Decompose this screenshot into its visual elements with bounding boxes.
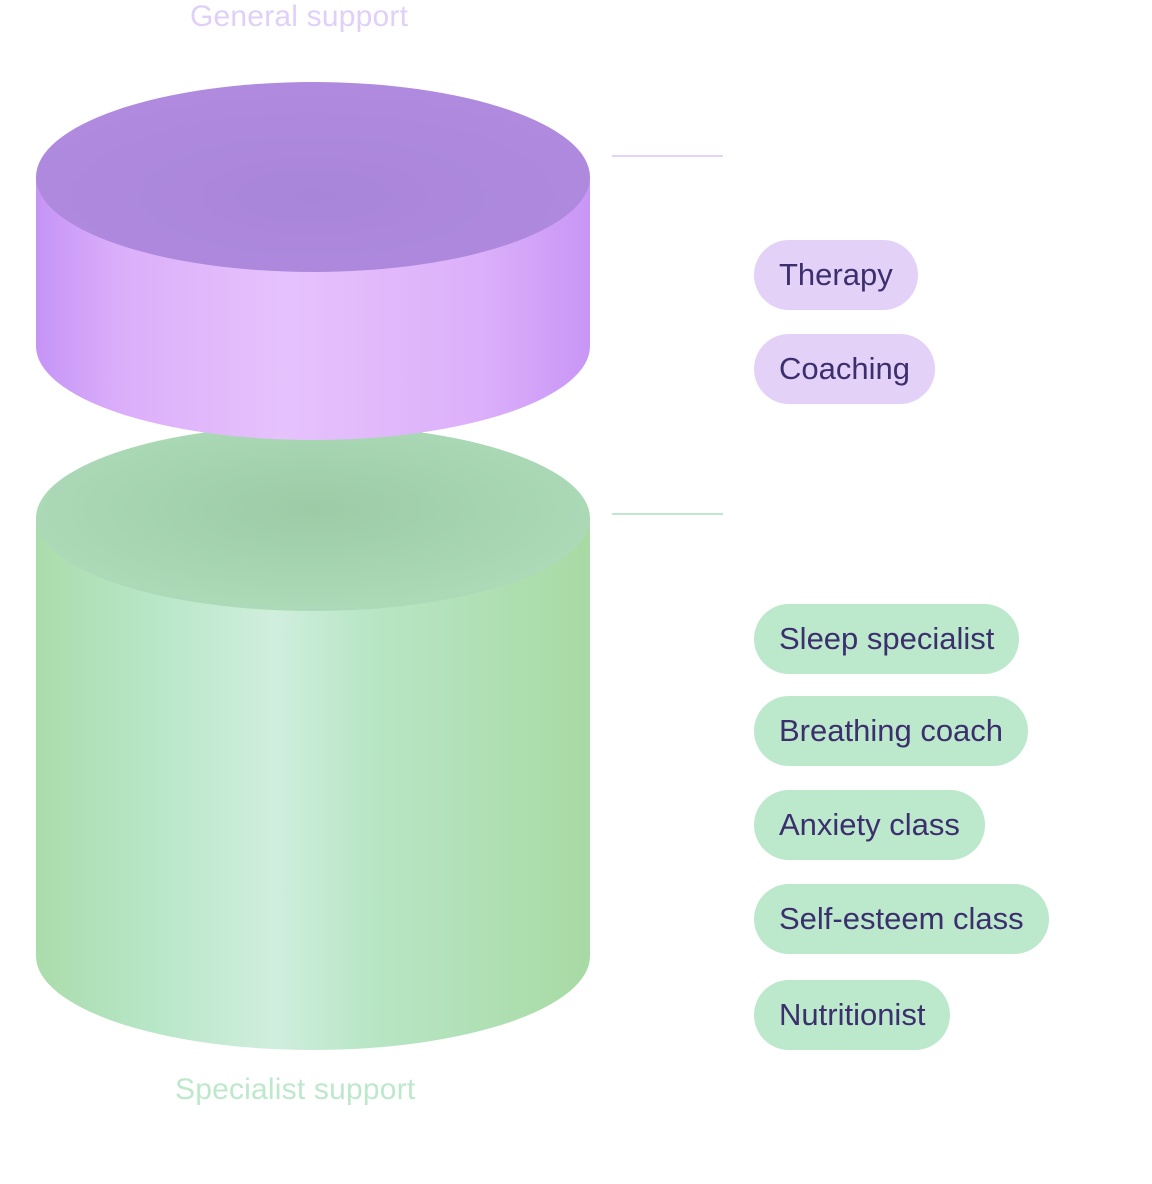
specialist-support-label: Specialist support [175, 1073, 416, 1106]
pill-nutritionist: Nutritionist [754, 980, 951, 1050]
specialist-cylinder-side [36, 518, 590, 1050]
pill-self-esteem-class: Self-esteem class [754, 884, 1049, 954]
general-cylinder-top [36, 82, 590, 272]
pill-anxiety-class: Anxiety class [754, 790, 985, 860]
pill-coaching: Coaching [754, 334, 935, 404]
specialist-cylinder-top [36, 425, 590, 611]
general-cylinder [36, 82, 590, 440]
pill-breathing-coach: Breathing coach [754, 696, 1029, 766]
general-connector-line [612, 155, 723, 157]
specialist-cylinder [36, 425, 590, 1050]
pill-therapy: Therapy [754, 240, 918, 310]
general-support-label: General support [190, 0, 409, 33]
specialist-connector-line [612, 513, 723, 515]
pill-sleep-specialist: Sleep specialist [754, 604, 1020, 674]
